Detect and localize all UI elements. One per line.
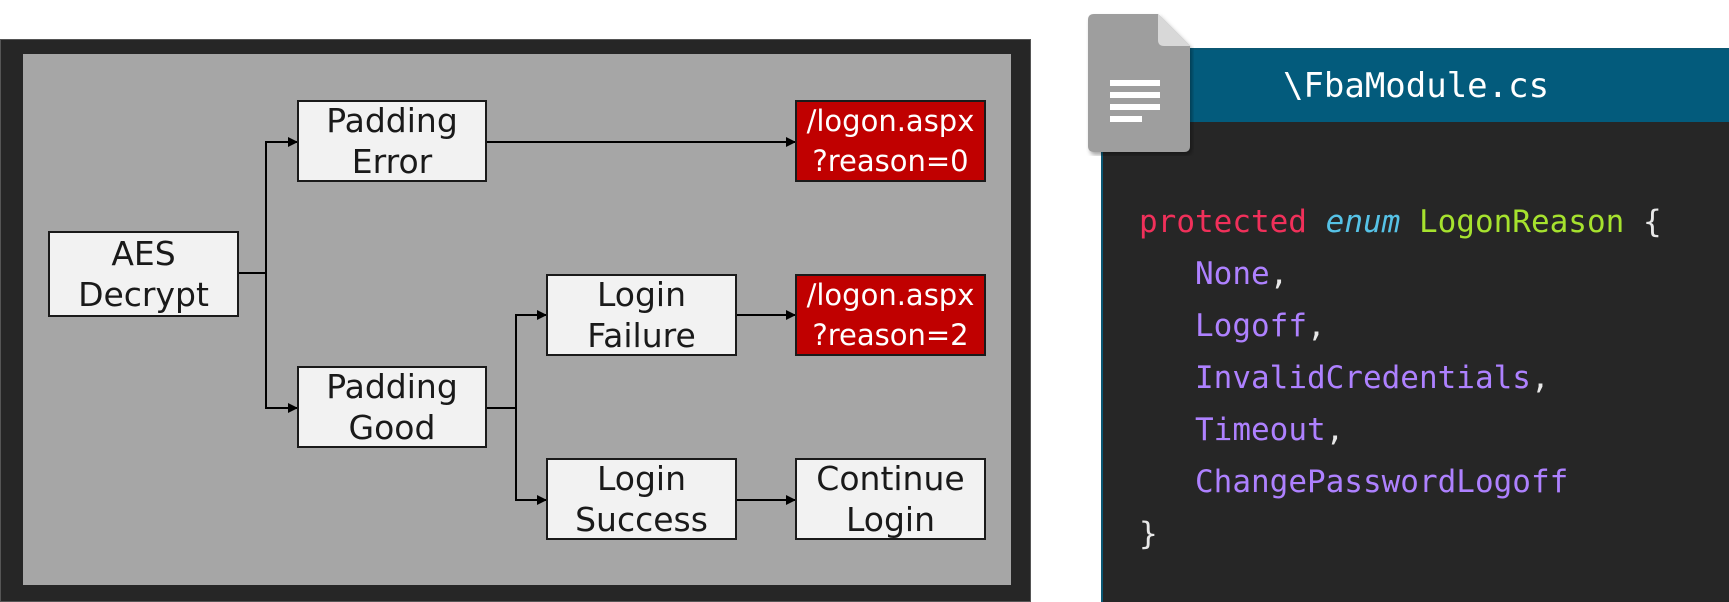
code-filename: \FbaModule.cs [1282,66,1550,106]
code-member: ChangePasswordLogoff [1195,464,1569,500]
edge-to-login-failure [515,310,547,408]
code-open-brace: { [1642,204,1662,240]
connector-lines [237,137,796,505]
document-icon [1088,14,1190,152]
code-member: InvalidCredentials [1195,360,1531,396]
code-keyword-protected: protected [1139,204,1307,240]
code-keyword-enum: enum [1325,204,1401,240]
code-member: Logoff [1195,308,1307,344]
node-login-success: Login Success [546,458,737,540]
node-continue-login: Continue Login [795,458,986,540]
code-body: protected enum LogonReason { None, Logof… [1139,204,1662,552]
diagram-frame: AES Decrypt Padding Error Padding Good L… [0,39,1031,602]
code-panel: \FbaModule.cs protected enum LogonReason… [1101,48,1729,602]
node-aes-decrypt: AES Decrypt [48,231,239,317]
node-redirect-reason-0: /logon.aspx ?reason=0 [795,100,986,182]
code-type-name: LogonReason [1418,204,1625,240]
code-close-brace: } [1139,516,1158,552]
node-padding-error: Padding Error [297,100,487,182]
diagram-canvas: AES Decrypt Padding Error Padding Good L… [23,54,1011,585]
code-member: Timeout [1195,412,1326,448]
node-padding-good: Padding Good [297,366,487,448]
edge-to-padding-error [265,137,298,273]
code-member: None [1195,256,1270,292]
edge-to-padding-good [265,273,298,413]
node-redirect-reason-2: /logon.aspx ?reason=2 [795,274,986,356]
code-header: \FbaModule.cs [1103,50,1729,122]
edge-to-login-success [515,408,547,505]
node-login-failure: Login Failure [546,274,737,356]
